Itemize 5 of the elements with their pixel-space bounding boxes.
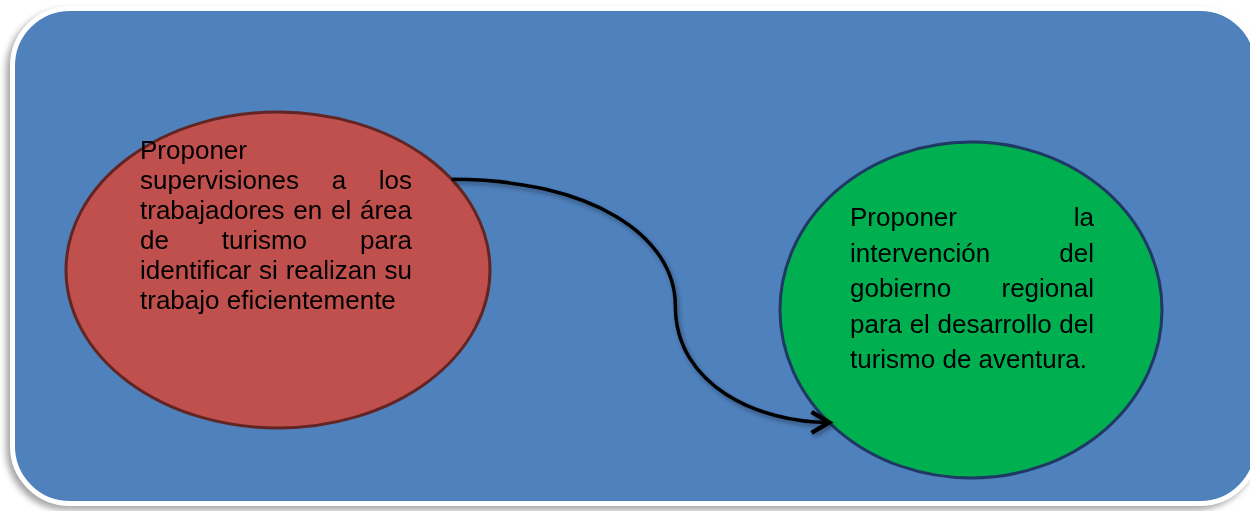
ellipse-node xyxy=(778,140,1164,480)
node-text: Proponer la intervención del gobierno regional para el desarrollo del turismo de aventura. xyxy=(850,201,1094,376)
node-text: Proponer supervisiones a los trabajadores en el área de turismo para identificar si realizan su trabajo eficientemente xyxy=(140,135,412,315)
ellipse-node xyxy=(64,110,492,430)
curved-arrow xyxy=(451,177,832,435)
